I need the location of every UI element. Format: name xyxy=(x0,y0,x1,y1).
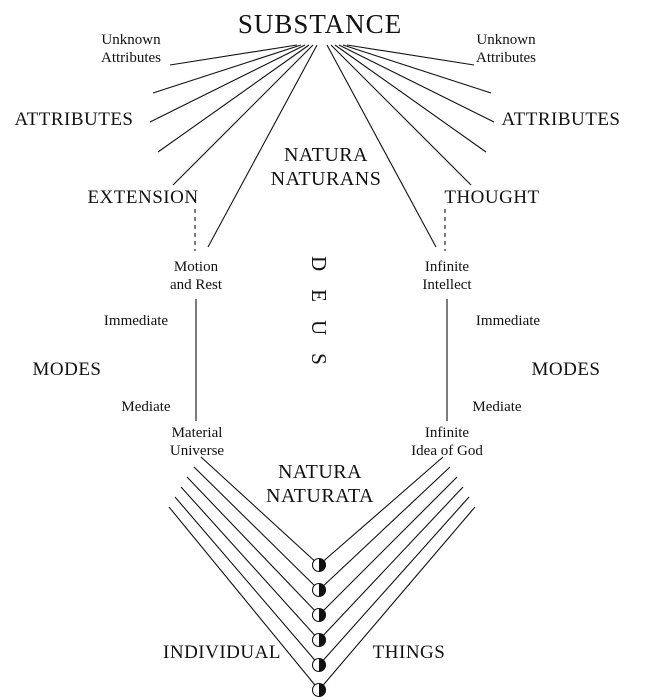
convergence-lines-right xyxy=(318,456,476,691)
unknown-attributes-right-label: Unknown Attributes xyxy=(476,31,536,68)
individual-label: INDIVIDUAL xyxy=(163,642,281,663)
natura-naturans-line1: NATURA xyxy=(283,144,369,166)
substance-attribute-lines-right xyxy=(326,44,495,248)
natura-naturata-line1: NATURA xyxy=(277,461,363,483)
natura-naturata-line2: NATURATA xyxy=(266,485,374,508)
infinite-idea-of-god-line2: Idea of God xyxy=(411,443,483,460)
convergence-lines-left xyxy=(168,456,320,691)
material-universe-line1: Material xyxy=(171,425,223,441)
substance-label: SUBSTANCE xyxy=(237,9,403,39)
modes-right-label: MODES xyxy=(531,359,601,380)
material-universe-label: Material Universe xyxy=(170,424,224,461)
motion-and-rest-line1: Motion xyxy=(173,259,219,275)
motion-and-rest-label: Motion and Rest xyxy=(170,258,222,295)
mode-lines xyxy=(195,299,448,421)
extension-label: EXTENSION xyxy=(87,187,199,208)
mediate-left-label: Mediate xyxy=(121,399,171,415)
infinite-idea-of-god-label: Infinite Idea of God xyxy=(411,424,483,461)
thought-label: THOUGHT xyxy=(444,187,540,208)
attribute-mode-dashed-links xyxy=(194,209,446,251)
infinite-intellect-line2: Intellect xyxy=(422,277,472,294)
unknown-attributes-left-line2: Attributes xyxy=(101,50,161,67)
material-universe-line2: Universe xyxy=(169,443,225,460)
things-label: THINGS xyxy=(372,642,446,663)
attributes-left-label: ATTRIBUTES xyxy=(14,109,134,130)
infinite-intellect-label: Infinite Intellect xyxy=(422,258,471,295)
unknown-attributes-left-line1: Unknown xyxy=(101,32,161,48)
unknown-attributes-left-label: Unknown Attributes xyxy=(101,31,161,68)
motion-and-rest-line2: and Rest xyxy=(169,277,223,294)
modes-left-label: MODES xyxy=(32,359,102,380)
unknown-attributes-right-line2: Attributes xyxy=(476,50,536,67)
mediate-right-label: Mediate xyxy=(472,399,522,415)
deus-label: DEUS xyxy=(307,256,331,383)
substance-attribute-lines-left xyxy=(149,44,318,248)
natura-naturans-label: NATURA NATURANS xyxy=(271,143,382,192)
immediate-right-label: Immediate xyxy=(475,313,541,329)
natura-naturans-line2: NATURANS xyxy=(270,168,382,191)
infinite-idea-of-god-line1: Infinite xyxy=(424,425,470,441)
attributes-right-label: ATTRIBUTES xyxy=(501,109,621,130)
unknown-attributes-right-line1: Unknown xyxy=(476,32,536,48)
infinite-intellect-line1: Infinite xyxy=(424,259,470,275)
natura-naturata-label: NATURA NATURATA xyxy=(266,460,374,509)
individual-thing-node half-filled-circle-icon xyxy=(311,557,327,698)
immediate-left-label: Immediate xyxy=(103,313,169,329)
